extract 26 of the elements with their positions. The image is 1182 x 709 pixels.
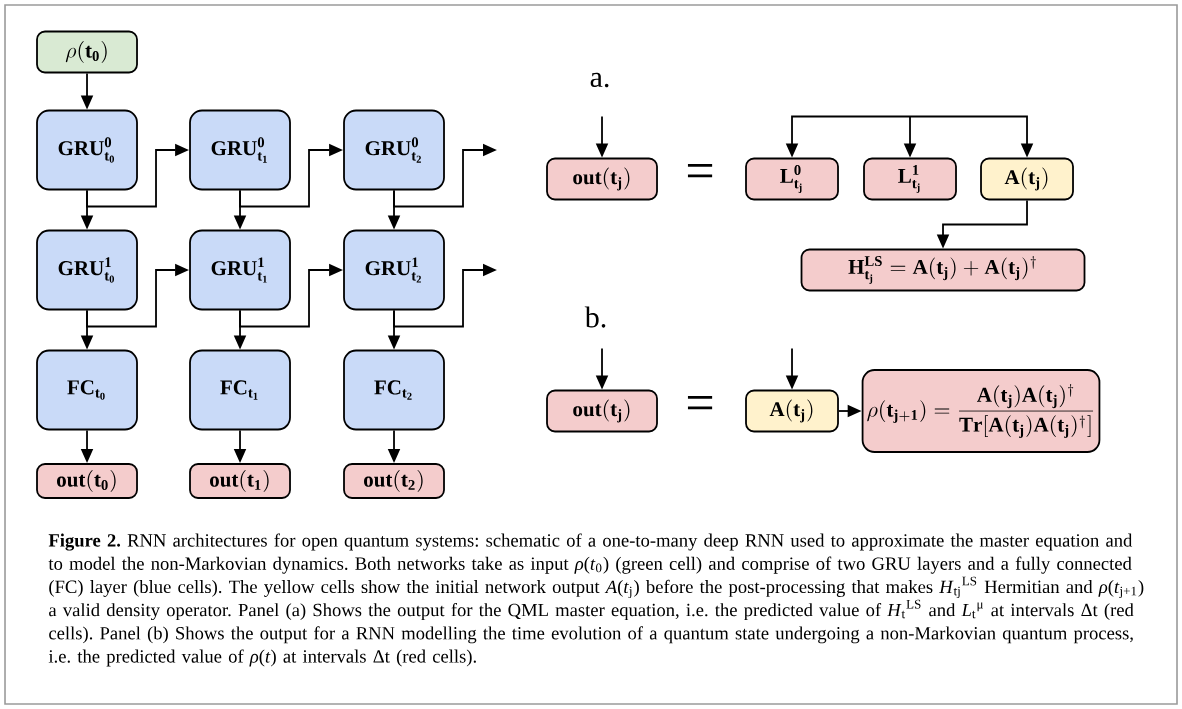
- network-output-cell: $\mathbf{A}(\mathbf{t_j})$: [980, 157, 1074, 201]
- formula-cell: $\mathbf{H^{LS}_{t_j}} = \mathbf{A}(\mathbf{t_j}) + \mathbf{A}(\mathbf{t_j})^\dagger$: [800, 248, 1086, 292]
- gru-cell: $\mathbf{GRU^0_{t_1}}$: [189, 109, 291, 191]
- panel-label: a.: [590, 72, 609, 88]
- dense-layer-cell: $\mathbf{FC_{t_2}}$: [343, 349, 445, 431]
- output-cell: $\mathbf{L^1_{t_j}}$: [863, 157, 957, 201]
- output-cell: $\mathbf{out}(\mathbf{t_1})$: [189, 463, 291, 499]
- network-output-cell: $\mathbf{A}(\mathbf{t_j})$: [745, 389, 839, 433]
- dense-layer-cell: $\mathbf{FC_{t_0}}$: [36, 349, 138, 431]
- output-cell: $\mathbf{out}(\mathbf{t_j})$: [546, 157, 658, 201]
- output-cell: $\mathbf{out}(\mathbf{t_j})$: [546, 389, 658, 433]
- input-cell: $\rho(\mathbf{t_0})$: [36, 30, 138, 74]
- gru-cell: $\mathbf{GRU^1_{t_2}}$: [343, 229, 445, 311]
- gru-cell: $\mathbf{GRU^1_{t_0}}$: [36, 229, 138, 311]
- formula-cell: $\rho(\mathbf{t_{j+1}}) = \frac{\mathbf{A}(\mathbf{t_j})\mathbf{A}(\mathbf{t_j})^\dagger}{\mathbf{Tr}[\mathbf{A}(\mathbf{t_j})\mathbf{A}(\mathbf{t_j})^\dagger]}$: [861, 369, 1101, 453]
- equals-sign: =: [687, 164, 713, 178]
- gru-cell: $\mathbf{GRU^0_{t_0}}$: [36, 109, 138, 191]
- gru-cell: $\mathbf{GRU^0_{t_2}}$: [343, 109, 445, 191]
- equals-sign: =: [687, 396, 713, 410]
- gru-cell: $\mathbf{GRU^1_{t_1}}$: [189, 229, 291, 311]
- output-cell: $\mathbf{out}(\mathbf{t_0})$: [36, 463, 138, 499]
- output-cell: $\mathbf{out}(\mathbf{t_2})$: [343, 463, 445, 499]
- output-cell: $\mathbf{L^0_{t_j}}$: [745, 157, 839, 201]
- dense-layer-cell: $\mathbf{FC_{t_1}}$: [189, 349, 291, 431]
- figure-caption: Figure 2. RNN architectures for open quantum systems: schematic of a one-to-many deep RNN used to approximate the master equation and to model the non-Markovian dynamics. Both networks take as input ρ(t$_{0}$) (green cell) and comprise of two GRU layers and a fully connected (FC) layer (blue cells). The yellow cells show the initial network output A(t$_{j}$) before the post-processing that makes H$_{tj}$$^{LS}$ Hermitian and ρ(t$_{j+1}$) a valid density operator. Panel (a) Shows the output for the QML master equation, i.e. the predicted value of H$_{t}$$^{LS}$ and L$_{t}$$^{μ}$ at intervals Δt (red cells). Panel (b) Shows the output for a RNN modelling the time evolution of a quantum state undergoing a non-Markovian quantum process, i.e. the predicted value of ρ(t) at intervals Δt (red cells).: [48, 533, 1144, 667]
- panel-label: b.: [584, 306, 606, 328]
